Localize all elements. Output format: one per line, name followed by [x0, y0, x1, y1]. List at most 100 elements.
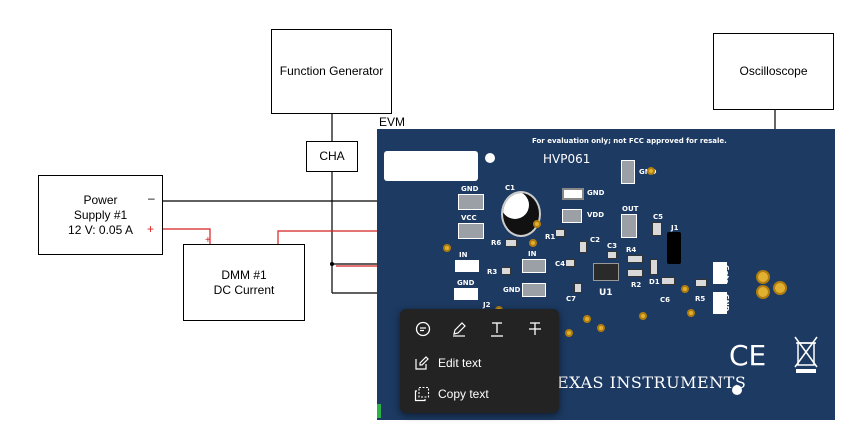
mounting-hole	[485, 153, 495, 163]
out-pad	[621, 214, 637, 238]
gnd-right-pad	[621, 160, 635, 184]
c6-label: C6	[660, 296, 671, 304]
function-generator-label: Function Generator	[279, 64, 384, 78]
power-supply-box: Power Supply #1 12 V: 0.05 A	[38, 175, 163, 255]
c5-label: C5	[653, 213, 664, 221]
c2-label: C2	[590, 236, 601, 244]
dmm-line-2: DC Current	[213, 282, 275, 297]
test-hole	[773, 281, 787, 295]
r1-label: R1	[545, 233, 556, 241]
highlight-button[interactable]	[448, 319, 470, 339]
in-left-label: IN	[459, 251, 468, 259]
resistor-r6	[505, 239, 517, 247]
gnd-mid-pad	[522, 283, 546, 297]
via	[597, 324, 605, 332]
via	[533, 220, 541, 228]
r5-label: R5	[695, 295, 706, 303]
board-edge-mark	[377, 404, 381, 418]
oscilloscope-box: Oscilloscope	[713, 33, 834, 110]
gnd-pad	[458, 194, 484, 210]
via	[565, 329, 573, 337]
capacitor-c7	[574, 283, 582, 293]
test-hole	[756, 270, 770, 284]
dmm-line-1: DMM #1	[221, 267, 267, 282]
dmm-box: DMM #1 DC Current	[183, 244, 305, 321]
via	[529, 239, 537, 247]
function-generator-box: Function Generator	[271, 29, 392, 114]
in-mid-label: IN	[528, 250, 537, 258]
cha-label: CHA	[319, 149, 345, 163]
copy-text-item[interactable]: Copy text	[414, 383, 489, 405]
edit-text-label: Edit text	[438, 356, 482, 370]
gnd-top-pad	[562, 188, 584, 200]
in-mid-pad	[522, 259, 546, 273]
via	[687, 309, 695, 317]
underline-button[interactable]	[486, 319, 508, 339]
board-brand: EXAS INSTRUMENTS	[557, 373, 747, 392]
pad-gnd-label: GND	[461, 185, 479, 193]
board-label-area	[384, 151, 478, 181]
resistor-r2	[627, 269, 643, 277]
power-supply-line-3: 12 V: 0.05 A	[68, 222, 133, 237]
mounting-hole	[732, 385, 742, 395]
capacitor-c1	[501, 191, 541, 237]
edit-text-item[interactable]: Edit text	[414, 352, 481, 374]
out-label: OUT	[622, 205, 639, 213]
comment-icon	[415, 321, 431, 337]
weee-bin-icon	[794, 336, 818, 373]
in-left-pad	[455, 260, 479, 272]
text-context-menu: Edit text Copy text	[400, 309, 559, 413]
c7-label: C7	[566, 295, 577, 303]
r6-label: R6	[491, 239, 502, 247]
power-plus-sign: +	[147, 222, 155, 236]
via	[583, 315, 591, 323]
copy-text-icon	[414, 386, 430, 402]
c4-label: C4	[555, 260, 566, 268]
gate-pad	[713, 262, 727, 284]
dmm-plus-sign: +	[205, 235, 211, 246]
vcc-pad	[458, 223, 484, 239]
power-minus-sign: –	[148, 191, 155, 205]
gnd-vert-label: GND	[722, 294, 730, 312]
cha-box: CHA	[306, 141, 358, 172]
diode-d1	[650, 259, 658, 275]
c1-label: C1	[505, 184, 516, 192]
capacitor-c5	[652, 222, 662, 236]
vdd-pad	[562, 209, 582, 223]
via	[647, 167, 655, 175]
j1-label: J1	[671, 224, 679, 232]
resistor-r5	[695, 279, 707, 287]
jack-j1	[667, 232, 681, 264]
u1-label: U1	[599, 288, 613, 298]
gnd-top-label: GND	[587, 189, 605, 197]
via	[443, 244, 451, 252]
resistor-r4	[627, 255, 643, 263]
power-supply-line-1: Power	[83, 192, 118, 207]
resistor-r3	[501, 267, 511, 275]
underline-icon	[491, 322, 503, 337]
c3-label: C3	[607, 242, 618, 250]
gnd-vert-pad	[713, 292, 727, 314]
via	[681, 285, 689, 293]
highlight-pen-icon	[453, 322, 466, 337]
evm-label: EVM	[379, 115, 406, 129]
gnd-mid-label: GND	[503, 286, 521, 294]
r4-label: R4	[626, 246, 637, 254]
d1-label: D1	[649, 278, 660, 286]
strikethrough-button[interactable]	[524, 319, 546, 339]
chip-u1	[593, 263, 619, 281]
copy-text-label: Copy text	[438, 387, 489, 401]
r2-label: R2	[631, 281, 642, 289]
board-part-number: HVP061	[543, 152, 591, 166]
pad-vcc-label: VCC	[461, 214, 477, 222]
capacitor-c3	[607, 251, 617, 259]
capacitor-c4	[565, 259, 575, 267]
oscilloscope-label: Oscilloscope	[739, 64, 808, 78]
vdd-label: VDD	[587, 211, 605, 219]
comment-button[interactable]	[412, 319, 434, 339]
resistor-r1	[555, 229, 565, 237]
r3-label: R3	[487, 268, 498, 276]
via	[639, 312, 647, 320]
edit-text-icon	[415, 356, 429, 370]
strikethrough-icon	[529, 322, 541, 335]
